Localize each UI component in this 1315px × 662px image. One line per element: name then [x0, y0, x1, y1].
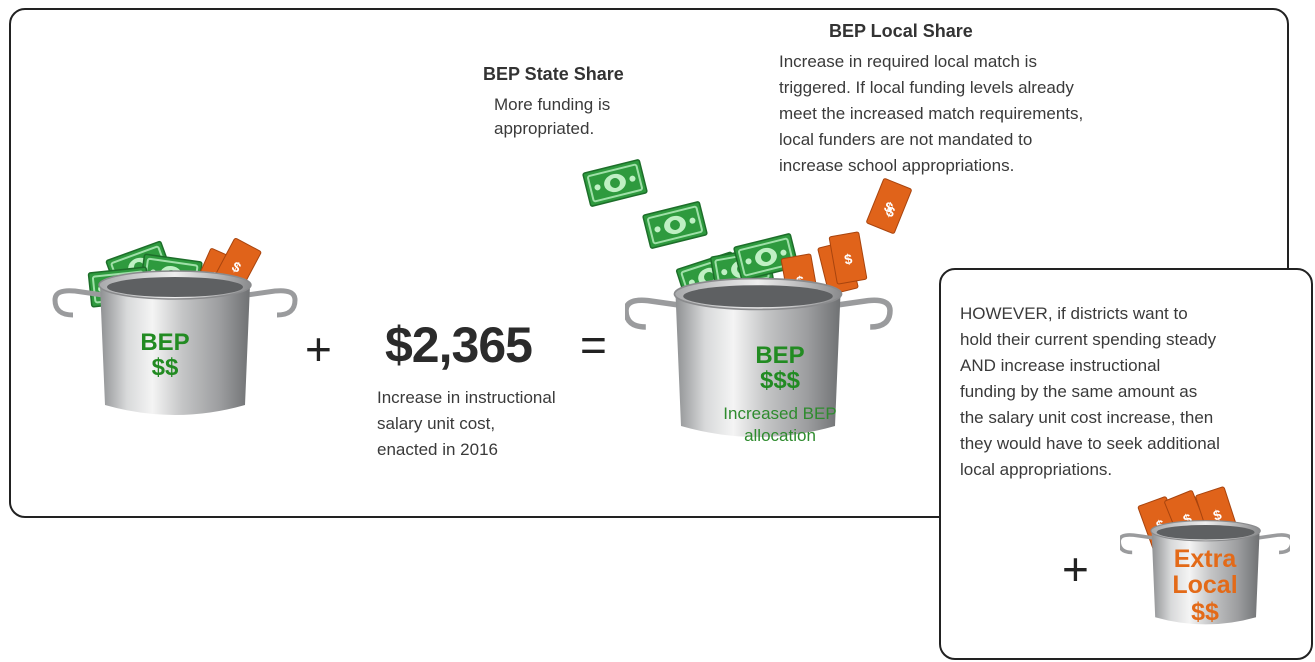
- however-line: local appropriations.: [960, 460, 1113, 479]
- local-share-line: triggered. If local funding levels alrea…: [779, 78, 1074, 97]
- local-share-line: increase school appropriations.: [779, 156, 1015, 175]
- plus-sign: +: [305, 323, 332, 375]
- state-share-title: BEP State Share: [483, 64, 624, 84]
- middle-pot-note1: Increased BEP: [723, 404, 837, 424]
- however-line: AND increase instructional: [960, 356, 1161, 375]
- extra-pot-line2: Local: [1172, 571, 1238, 600]
- left-pot-label: BEP $$: [95, 329, 235, 382]
- middle-pot-note2: allocation: [744, 426, 816, 446]
- equals-sign: =: [580, 319, 607, 371]
- amount-caption-line: enacted in 2016: [377, 440, 498, 459]
- local-share-line: local funders are not mandated to: [779, 130, 1033, 149]
- middle-pot-line2: $$$: [759, 367, 801, 395]
- plus-sign-extra: +: [1062, 543, 1089, 595]
- state-share-line2: appropriated.: [494, 119, 595, 138]
- extra-pot-label: Extra Local $$: [1160, 546, 1250, 625]
- amount-caption-line: salary unit cost,: [377, 414, 496, 433]
- extra-pot-line3: $$: [1191, 597, 1219, 626]
- however-line: funding by the same amount as: [960, 382, 1198, 401]
- left-pot-line2: $$: [151, 354, 179, 382]
- local-share-line: Increase in required local match is: [779, 52, 1037, 71]
- however-line: HOWEVER, if districts want to: [960, 304, 1188, 323]
- left-pot-line1: BEP: [140, 329, 190, 356]
- middle-pot-label: BEP $$$ Increased BEP allocation: [695, 343, 865, 447]
- middle-pot-line1: BEP: [755, 342, 805, 369]
- state-share-line1: More funding is: [494, 95, 611, 114]
- salary-increase-amount: $2,365: [385, 317, 533, 373]
- however-line: the salary unit cost increase, then: [960, 408, 1214, 427]
- amount-caption-line: Increase in instructional: [377, 388, 556, 407]
- flying-orange-bill: $: [865, 177, 913, 235]
- local-share-title: BEP Local Share: [829, 21, 973, 41]
- however-line: hold their current spending steady: [960, 330, 1217, 349]
- local-share-line: meet the increased match requirements,: [779, 104, 1084, 123]
- extra-pot-line1: Extra: [1173, 545, 1237, 573]
- however-line: they would have to seek additional: [960, 434, 1220, 453]
